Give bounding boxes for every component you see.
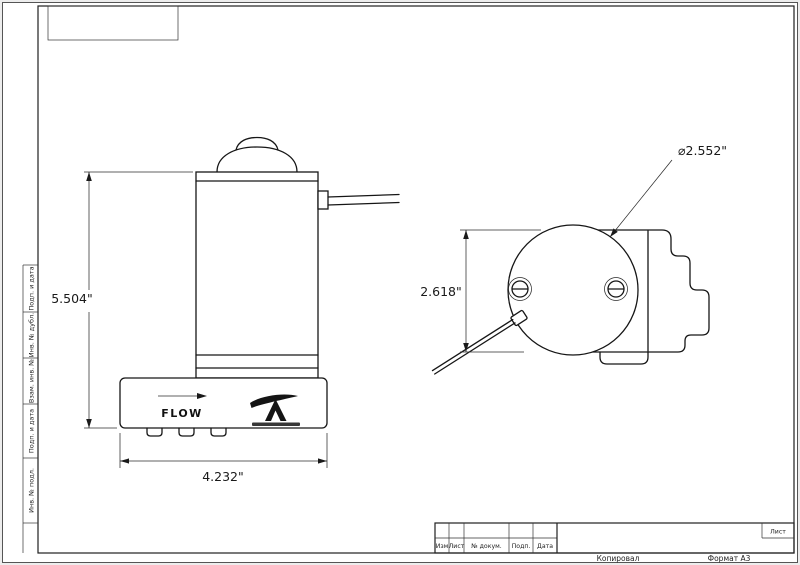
wire-connector [510, 309, 528, 327]
margin-cell-label: Подп. и дата [28, 409, 36, 453]
title-sheet-label: Лист [770, 529, 786, 536]
dim-arrow-down [86, 419, 92, 428]
base-foot [146, 427, 163, 437]
format-label: Формат А3 [708, 554, 751, 563]
title-col-list: Лист [449, 543, 465, 550]
pump-end-view [431, 224, 710, 375]
title-col-doc: № докум. [470, 543, 502, 550]
title-col-data: Дата [537, 543, 553, 550]
title-block: Изм Лист № докум. Подп. Дата Лист [434, 522, 795, 554]
pump-side-view: FLOW [119, 136, 400, 437]
flow-arrow-head [197, 393, 207, 399]
height-dimension-text: 5.504" [51, 291, 93, 306]
dim-arrow-right [318, 458, 327, 464]
leader-arrow [610, 228, 618, 237]
screw-washer-left [508, 277, 532, 301]
margin-cell-label: Взам. инв. № [28, 359, 36, 403]
left-margin-column: Подп. и дата Инв. № дубл. Взам. инв. № П… [22, 264, 38, 553]
logo-wordmark-bar [252, 422, 300, 426]
copied-label: Копировал [597, 554, 640, 563]
margin-cell-label: Инв. № подл. [28, 468, 36, 513]
base-foot [210, 427, 227, 437]
base-foot [178, 427, 195, 437]
pump-body-circle [507, 224, 639, 356]
motor-body [195, 171, 319, 379]
dome-top-button [235, 136, 279, 151]
leader-line [609, 159, 673, 238]
end-view-dimensions: 2.618" ⌀2.552" [420, 143, 727, 353]
margin-cell-label: Инв. № дубл. [28, 313, 36, 357]
footer-labels: Копировал Формат А3 [597, 554, 751, 563]
wire-lead [327, 201, 400, 206]
top-left-stamp [47, 5, 179, 41]
dim-arrow-left [120, 458, 129, 464]
flow-label: FLOW [161, 407, 203, 420]
screw-washer-right [604, 277, 628, 301]
aeromotive-logo [250, 394, 300, 426]
title-col-podp: Подп. [512, 543, 531, 550]
dim-arrow-down [463, 343, 469, 352]
bracket-foot [599, 351, 649, 365]
wire-line [434, 322, 516, 375]
margin-cell-label: Подп. и дата [28, 266, 36, 310]
dome-cap-outline [216, 146, 298, 173]
logo-wing-icon [250, 394, 298, 408]
wire-line [431, 318, 514, 372]
terminal-block [317, 190, 329, 210]
side-view-dimensions: 5.504" 4.232" [51, 171, 328, 484]
logo-a-icon [265, 399, 287, 421]
pump-base-block [119, 377, 328, 429]
inner-frame [37, 5, 795, 554]
diameter-dimension-text: ⌀2.552" [678, 143, 727, 158]
dim-arrow-up [86, 172, 92, 181]
dim-arrow-up [463, 230, 469, 239]
width-dimension-text: 4.232" [202, 469, 244, 484]
end-height-dimension-text: 2.618" [420, 284, 462, 299]
wire-lead [327, 193, 400, 198]
title-col-izm: Изм [436, 543, 449, 550]
